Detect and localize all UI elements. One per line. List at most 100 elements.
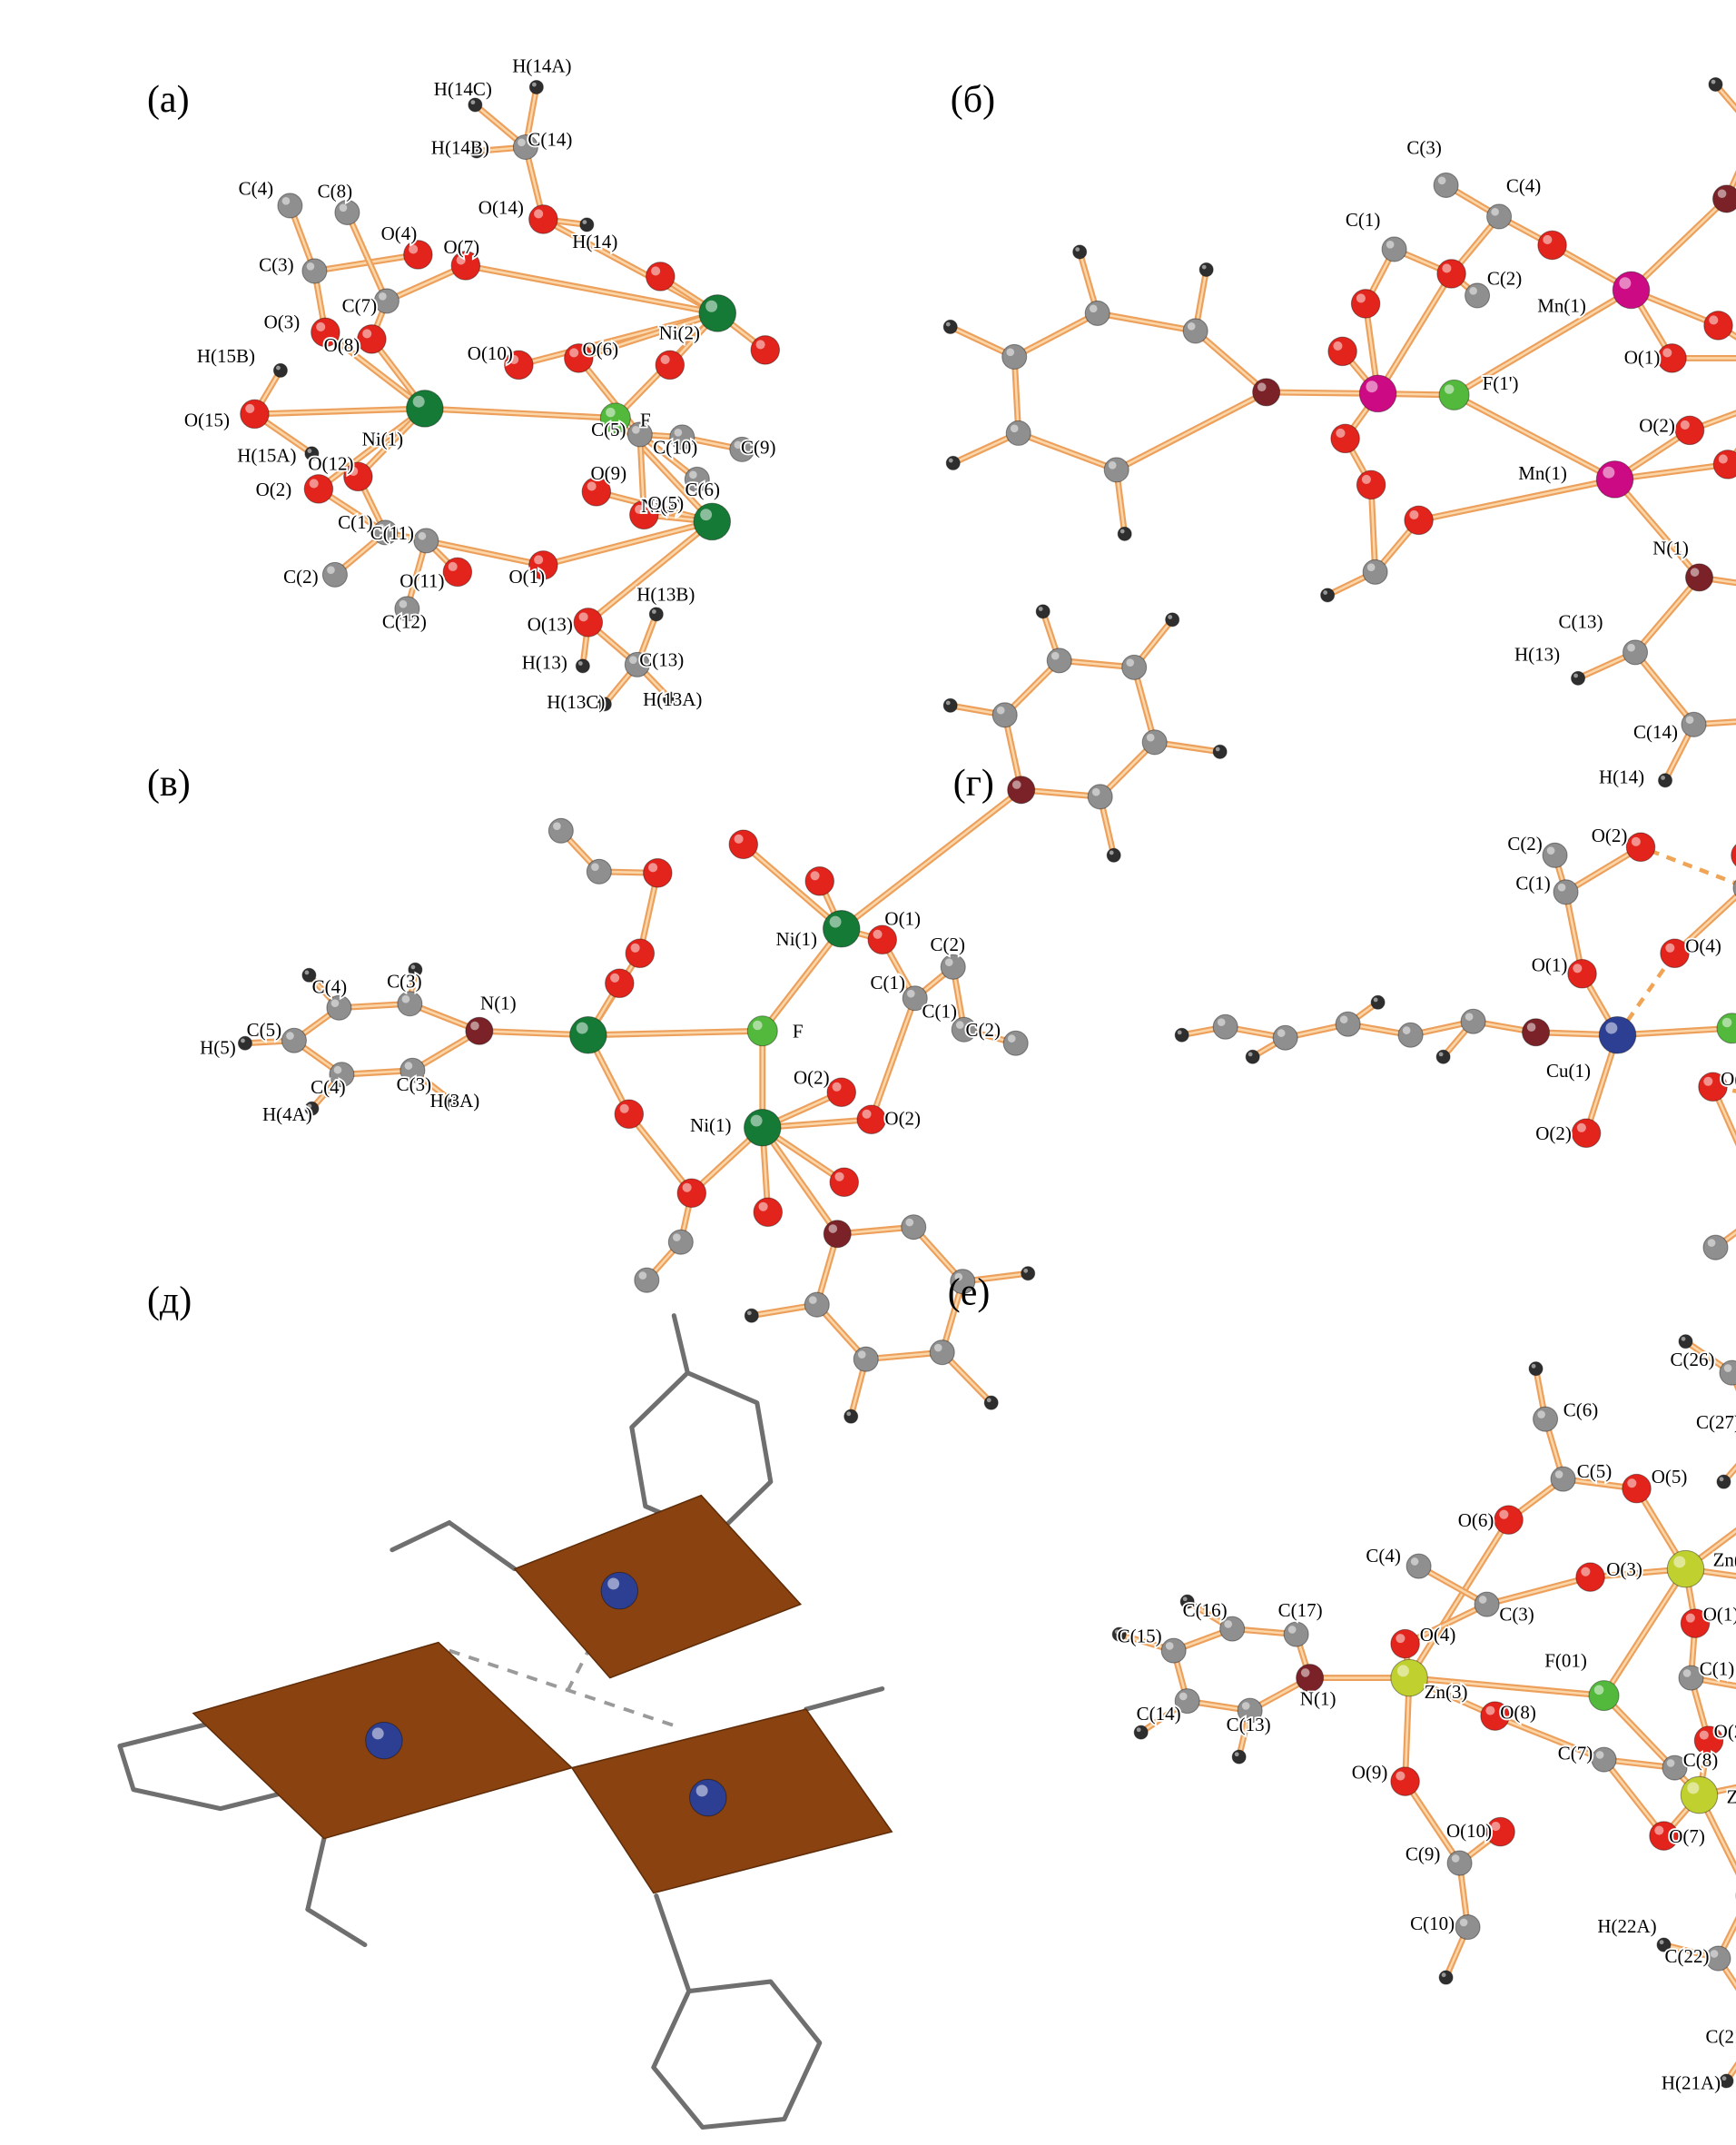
atom-hydrogen xyxy=(1035,604,1050,619)
bond xyxy=(1712,81,1736,114)
atom-carbon xyxy=(1005,420,1031,446)
atom-label: C(17) xyxy=(1278,1599,1323,1621)
atom-carbon xyxy=(667,1229,694,1255)
atom-label: Ni(2) xyxy=(659,321,700,343)
atom-label: C(6) xyxy=(1563,1399,1598,1421)
atom-label: C(22) xyxy=(1665,1945,1710,1967)
atom-label: C(1) xyxy=(1700,1658,1734,1680)
atom-label: H(14A) xyxy=(512,54,571,76)
atom-label: N(1) xyxy=(480,992,517,1013)
atom-carbon xyxy=(586,858,612,885)
atom-label: F xyxy=(640,409,651,430)
atom-C(2) xyxy=(1002,1030,1029,1056)
atom-label: C(16) xyxy=(1183,1599,1228,1621)
bond xyxy=(1407,1518,1510,1679)
atom-carbon xyxy=(1046,647,1072,674)
atom-label: Ni(1) xyxy=(690,1114,731,1136)
atom-label: O(13) xyxy=(528,613,573,635)
atom-label: C(2) xyxy=(283,566,318,588)
bond xyxy=(1698,1794,1736,1872)
atom-oxygen xyxy=(753,1197,784,1227)
bond xyxy=(1698,1786,1736,1796)
ligand-stick xyxy=(390,1520,452,1553)
atom-label: O(9) xyxy=(591,462,627,484)
atom-label: C(1) xyxy=(1346,209,1380,231)
atom-label: F(1') xyxy=(1483,372,1519,394)
bond xyxy=(840,788,1022,931)
bond xyxy=(1369,483,1376,574)
atom-C(4) xyxy=(277,193,303,219)
bond xyxy=(1684,1567,1736,1577)
atom-carbon xyxy=(804,1291,830,1318)
atom-carbon xyxy=(1460,1008,1486,1034)
atom-label: C(3) xyxy=(1499,1604,1534,1626)
atom-hydrogen xyxy=(1174,1027,1189,1043)
atom-label: O(12) xyxy=(308,452,353,474)
atom-label: N(1) xyxy=(1652,537,1689,558)
atom-label: H(4A) xyxy=(262,1103,312,1125)
bond xyxy=(423,407,617,420)
atom-label: Cu(1) xyxy=(1546,1060,1591,1082)
bond xyxy=(1722,1466,1736,1483)
atom-hydrogen xyxy=(843,1409,859,1424)
coordination-plane xyxy=(513,1494,803,1679)
atom-label: O(3) xyxy=(264,311,301,332)
atom-copper xyxy=(600,1571,639,1610)
atom-C(2) xyxy=(940,954,966,980)
atom-H(14) xyxy=(579,217,595,232)
atom-oxygen xyxy=(1356,470,1386,500)
atom-nitrogen xyxy=(823,1220,852,1249)
atom-nitrogen xyxy=(1007,776,1036,805)
atom-C(2) xyxy=(1542,842,1568,868)
atom-label: O(2) xyxy=(1639,414,1675,436)
atom-oxygen xyxy=(614,1099,645,1130)
bond xyxy=(1376,272,1453,395)
atom-label: O(8) xyxy=(324,334,360,356)
atom-label: H(21A) xyxy=(1662,2072,1721,2094)
atom-hydrogen xyxy=(744,1308,759,1323)
atom-hydrogen xyxy=(1678,1334,1693,1349)
atom-label: O(1) xyxy=(1624,346,1661,368)
atom-label: C(1) xyxy=(1515,872,1550,894)
atom-label: C(9) xyxy=(741,436,775,458)
atom-O(1) xyxy=(1657,343,1687,373)
atom-label: C(14) xyxy=(528,128,572,150)
atom-carbon xyxy=(929,1339,955,1366)
atom-oxygen xyxy=(804,866,835,896)
atom-O(5) xyxy=(1622,1473,1652,1504)
bond xyxy=(742,843,843,931)
atom-label: C(11) xyxy=(370,522,414,544)
atom-C(26) xyxy=(1719,1359,1736,1386)
atom-label: H(3A) xyxy=(429,1090,479,1112)
atom-label: Mn(1) xyxy=(1537,294,1586,316)
atom-label: C(6) xyxy=(686,479,720,500)
atom-label: O(1) xyxy=(884,907,921,929)
atom-label: C(13) xyxy=(1227,1714,1271,1735)
ligand-stick xyxy=(804,1686,885,1712)
atom-C(7) xyxy=(1591,1746,1617,1773)
bond xyxy=(1132,666,1156,744)
atom-hydrogen xyxy=(983,1395,999,1410)
atom-oxygen xyxy=(625,938,656,969)
atom-label: H(14) xyxy=(1599,766,1644,787)
atom-carbon xyxy=(1212,1013,1238,1040)
atom-Mn(1) xyxy=(1612,271,1651,310)
atom-label: O(7) xyxy=(1669,1825,1705,1847)
bond xyxy=(1613,478,1701,579)
panel-tag-g: (г) xyxy=(953,763,994,805)
bond xyxy=(1404,1603,1488,1646)
atom-label: Ni(3) xyxy=(641,495,682,517)
atom-label: C(13) xyxy=(1559,610,1603,632)
atom-label: F(01) xyxy=(1544,1650,1587,1672)
atom-nitrogen xyxy=(1522,1018,1551,1047)
atom-label: C(14) xyxy=(1137,1703,1181,1725)
atom-hydrogen xyxy=(1198,262,1214,277)
atom-C(2) xyxy=(321,561,348,588)
atom-hydrogen xyxy=(1435,1049,1451,1064)
atom-label: O(2) xyxy=(256,479,292,500)
panel-d: (д) xyxy=(117,1280,893,2130)
atom-hydrogen xyxy=(1528,1361,1544,1377)
atom-label: C(1) xyxy=(922,1000,956,1022)
atom-label: C(10) xyxy=(653,436,697,458)
